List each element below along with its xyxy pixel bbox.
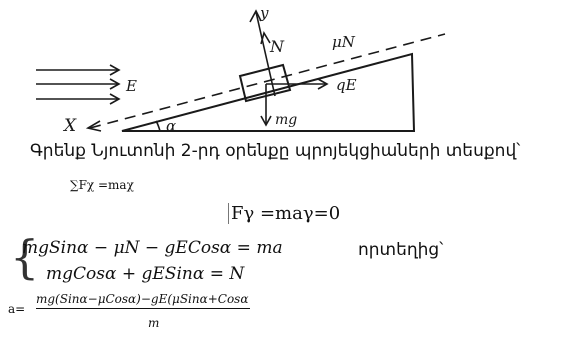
y-axis-arrowhead <box>249 9 262 23</box>
system-line-1: mgSinα − μN − gECosα = ma <box>22 238 283 258</box>
fy-equation: Fγ =maγ=0 <box>228 203 340 224</box>
fy-equation-text: Fγ =maγ=0 <box>231 203 341 224</box>
whence-word: որտեղից՝ <box>358 240 444 260</box>
e-label: E <box>125 77 137 95</box>
x-axis-arrowhead <box>85 120 102 132</box>
mu-n-label: μN <box>332 33 356 51</box>
paragraph-text: Գրենք Նյուտոնի 2-րդ օրենքը պրոյեկցիաների… <box>30 141 521 161</box>
mg-arrowhead <box>260 115 272 127</box>
x-axis-dashed <box>89 33 446 129</box>
angle-arc <box>155 120 161 132</box>
system-line-2: mgCosα + gESinα = N <box>46 264 245 284</box>
inclined-plane-figure: α X E y N μN qE mg <box>36 4 446 136</box>
sum-fx-equation: ∑Fχ =maχ <box>70 178 134 192</box>
qe-arrowhead <box>317 78 329 90</box>
force-diagram: α X E y N μN qE mg <box>0 0 561 140</box>
n-arrowhead <box>260 30 271 45</box>
fraction-denominator: m <box>148 316 160 330</box>
y-axis <box>255 11 276 97</box>
system-brace: { <box>10 230 40 284</box>
block <box>238 63 292 103</box>
acceleration-lhs: a= <box>8 302 26 316</box>
fraction-numerator: mg(Sinα−μCosα)−gE(μSinα+Cosα <box>36 292 251 309</box>
mg-label: mg <box>275 112 297 128</box>
incline-triangle <box>121 52 416 132</box>
y-label: y <box>259 4 269 22</box>
n-label: N <box>269 37 285 56</box>
qe-label: qE <box>336 76 357 94</box>
e-field-arrows <box>36 64 121 105</box>
alpha-label: α <box>166 117 176 135</box>
paragraph: Գրենք Նյուտոնի 2-րդ օրենքը պրոյեկցիաների… <box>18 140 548 162</box>
x-label: X <box>62 116 77 136</box>
